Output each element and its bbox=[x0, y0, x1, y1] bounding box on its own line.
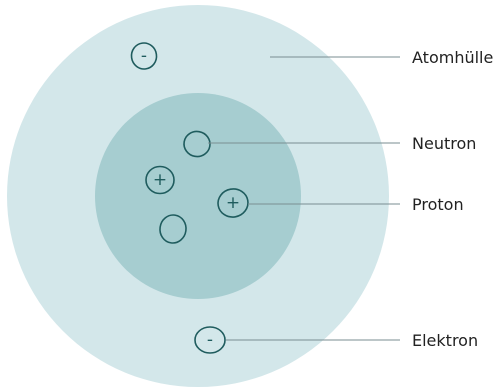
neutron-particle bbox=[183, 130, 211, 158]
label-shell: Atomhülle bbox=[412, 48, 493, 67]
label-proton: Proton bbox=[412, 195, 464, 214]
electron-bottom: - bbox=[194, 326, 226, 354]
neutron-particle-2 bbox=[159, 214, 187, 244]
label-electron: Elektron bbox=[412, 331, 478, 350]
proton-right: + bbox=[217, 188, 249, 218]
electron-top-sign: - bbox=[141, 46, 147, 66]
proton-right-sign: + bbox=[226, 193, 240, 213]
label-neutron: Neutron bbox=[412, 134, 476, 153]
proton-left: + bbox=[145, 165, 175, 195]
electron-top: - bbox=[130, 42, 158, 70]
electron-bottom-sign: - bbox=[207, 330, 213, 350]
proton-left-sign: + bbox=[153, 170, 167, 190]
atom-nucleus bbox=[95, 93, 301, 299]
